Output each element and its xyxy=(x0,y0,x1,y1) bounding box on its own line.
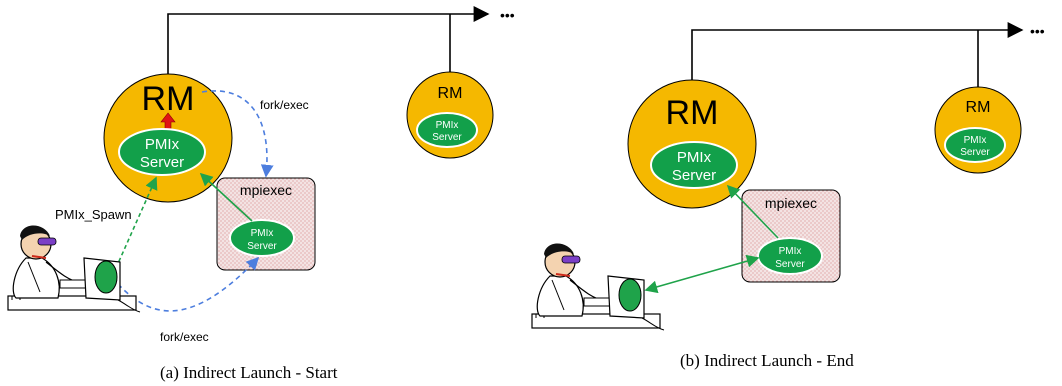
pmix-server-remote xyxy=(944,127,1006,163)
caption-left: (a) Indirect Launch - Start xyxy=(160,363,338,382)
pmix-spawn-label: PMIx_Spawn xyxy=(55,207,132,222)
connector-solid-green-user xyxy=(644,254,760,294)
pmix-server-mpiexec xyxy=(229,219,295,257)
pmix-server-main-line1: PMIx xyxy=(677,149,712,166)
rm-label-main: RM xyxy=(142,80,195,118)
panel-left: ••• RM PMIx Server RM PMIx Server mpiexe… xyxy=(7,6,515,382)
caption-right: (b) Indirect Launch - End xyxy=(680,351,854,370)
connector-dashed-blue-bottom xyxy=(117,256,260,312)
rm-label-remote: RM xyxy=(966,99,991,116)
connector-dashed-green xyxy=(115,176,158,269)
ellipsis: ••• xyxy=(500,7,515,23)
pmix-server-remote xyxy=(416,112,478,148)
pmix-server-main xyxy=(650,141,738,189)
pmix-server-main-line2: Server xyxy=(140,154,184,171)
connector-solid-green xyxy=(726,184,779,239)
mpiexec-label: mpiexec xyxy=(240,182,292,198)
bus-line xyxy=(691,22,1024,82)
pmix-server-main xyxy=(118,128,206,176)
rm-label-main: RM xyxy=(666,94,719,132)
user-at-computer-icon xyxy=(531,243,665,331)
pmix-server-main-line1: PMIx xyxy=(145,136,180,153)
pmix-server-mpiexec-line2: Server xyxy=(247,241,277,252)
pmix-server-mpiexec-line2: Server xyxy=(775,259,805,270)
ellipsis: ••• xyxy=(1030,23,1045,39)
fork-exec-label-top: fork/exec xyxy=(260,98,309,112)
mpiexec-label: mpiexec xyxy=(765,195,817,211)
user-at-computer-icon xyxy=(7,225,141,313)
rm-label-remote: RM xyxy=(438,85,463,102)
pmix-server-mpiexec-line1: PMIx xyxy=(779,246,802,257)
pmix-server-remote-line1: PMIx xyxy=(436,120,459,131)
pmix-server-main-line2: Server xyxy=(672,167,716,184)
connector-solid-green xyxy=(199,172,253,222)
panel-right: ••• RM PMIx Server RM PMIx Server mpiexe… xyxy=(531,22,1045,370)
pmix-server-remote-line2: Server xyxy=(432,132,462,143)
pmix-server-remote-line1: PMIx xyxy=(964,135,987,146)
bus-line xyxy=(167,6,490,102)
pmix-server-remote-line2: Server xyxy=(960,147,990,158)
fork-exec-label-bottom: fork/exec xyxy=(160,330,209,344)
connector-dashed-blue-top xyxy=(201,90,274,178)
pmix-server-mpiexec-line1: PMIx xyxy=(251,228,274,239)
